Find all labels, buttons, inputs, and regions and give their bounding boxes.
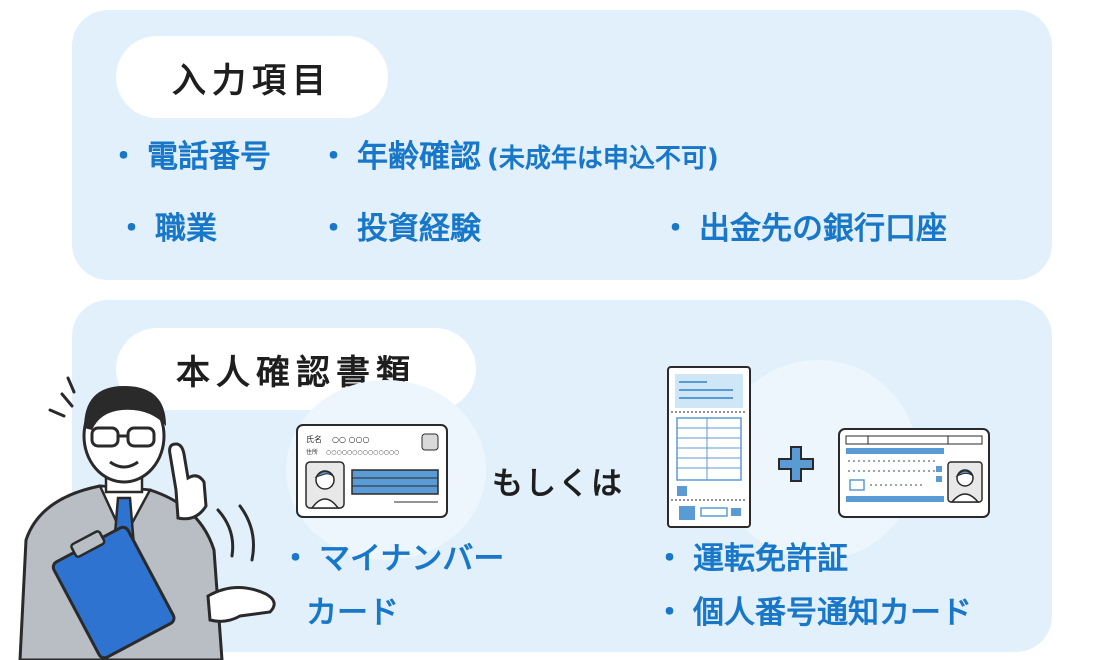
card-name-label: 氏名 <box>306 434 322 444</box>
input-item-age-verification: ・年齢確認(未成年は申込不可) <box>318 139 719 175</box>
input-item-investment-experience: ・投資経験 <box>318 211 481 247</box>
input-item-occupation: ・職業 <box>116 211 217 247</box>
input-item-bank-account: ・出金先の銀行口座 <box>660 211 947 247</box>
mynumber-label: ・マイナンバー <box>280 541 505 577</box>
input-section-title: 入力項目 <box>116 36 388 118</box>
or-connector: もしくは <box>492 466 624 502</box>
card-address-value: ○○○○○○○○○○○○○○ <box>326 449 399 456</box>
plus-icon <box>778 446 814 482</box>
mynumber-label-line2: カード <box>306 595 399 631</box>
card-name-value: ○○ ○○○ <box>332 435 369 444</box>
businessman-illustration <box>18 376 276 660</box>
mynumber-card-icon: 氏名 ○○ ○○○ 住所 ○○○○○○○○○○○○○○ <box>296 424 448 518</box>
input-item-phone: ・電話番号 <box>108 139 271 175</box>
notification-document-icon <box>667 366 751 528</box>
age-note: (未成年は申込不可) <box>487 144 719 174</box>
card-address-label: 住所 <box>306 448 318 456</box>
alt-doc-drivers-license: ・運転免許証 <box>654 541 848 577</box>
alt-doc-notification-card: ・個人番号通知カード <box>654 595 972 631</box>
drivers-license-icon <box>838 428 990 518</box>
